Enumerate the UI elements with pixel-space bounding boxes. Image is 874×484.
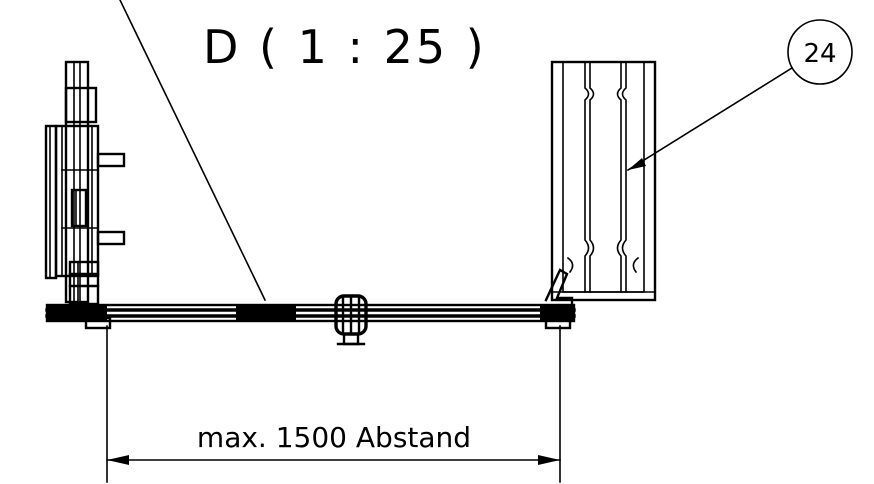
balloon-number: 24 xyxy=(803,39,836,69)
left-wall-mount xyxy=(44,60,126,306)
detail-title: D ( 1 : 25 ) xyxy=(203,20,487,74)
dimension-label: max. 1500 Abstand xyxy=(197,421,471,454)
center-clamp xyxy=(334,294,368,346)
horizontal-beam xyxy=(45,303,576,330)
leader-line-left xyxy=(119,0,267,302)
dimension-max-1500: max. 1500 Abstand xyxy=(106,325,561,483)
balloon-24: 24 xyxy=(787,19,853,85)
right-profile xyxy=(544,60,657,307)
balloon-leader xyxy=(626,66,794,172)
